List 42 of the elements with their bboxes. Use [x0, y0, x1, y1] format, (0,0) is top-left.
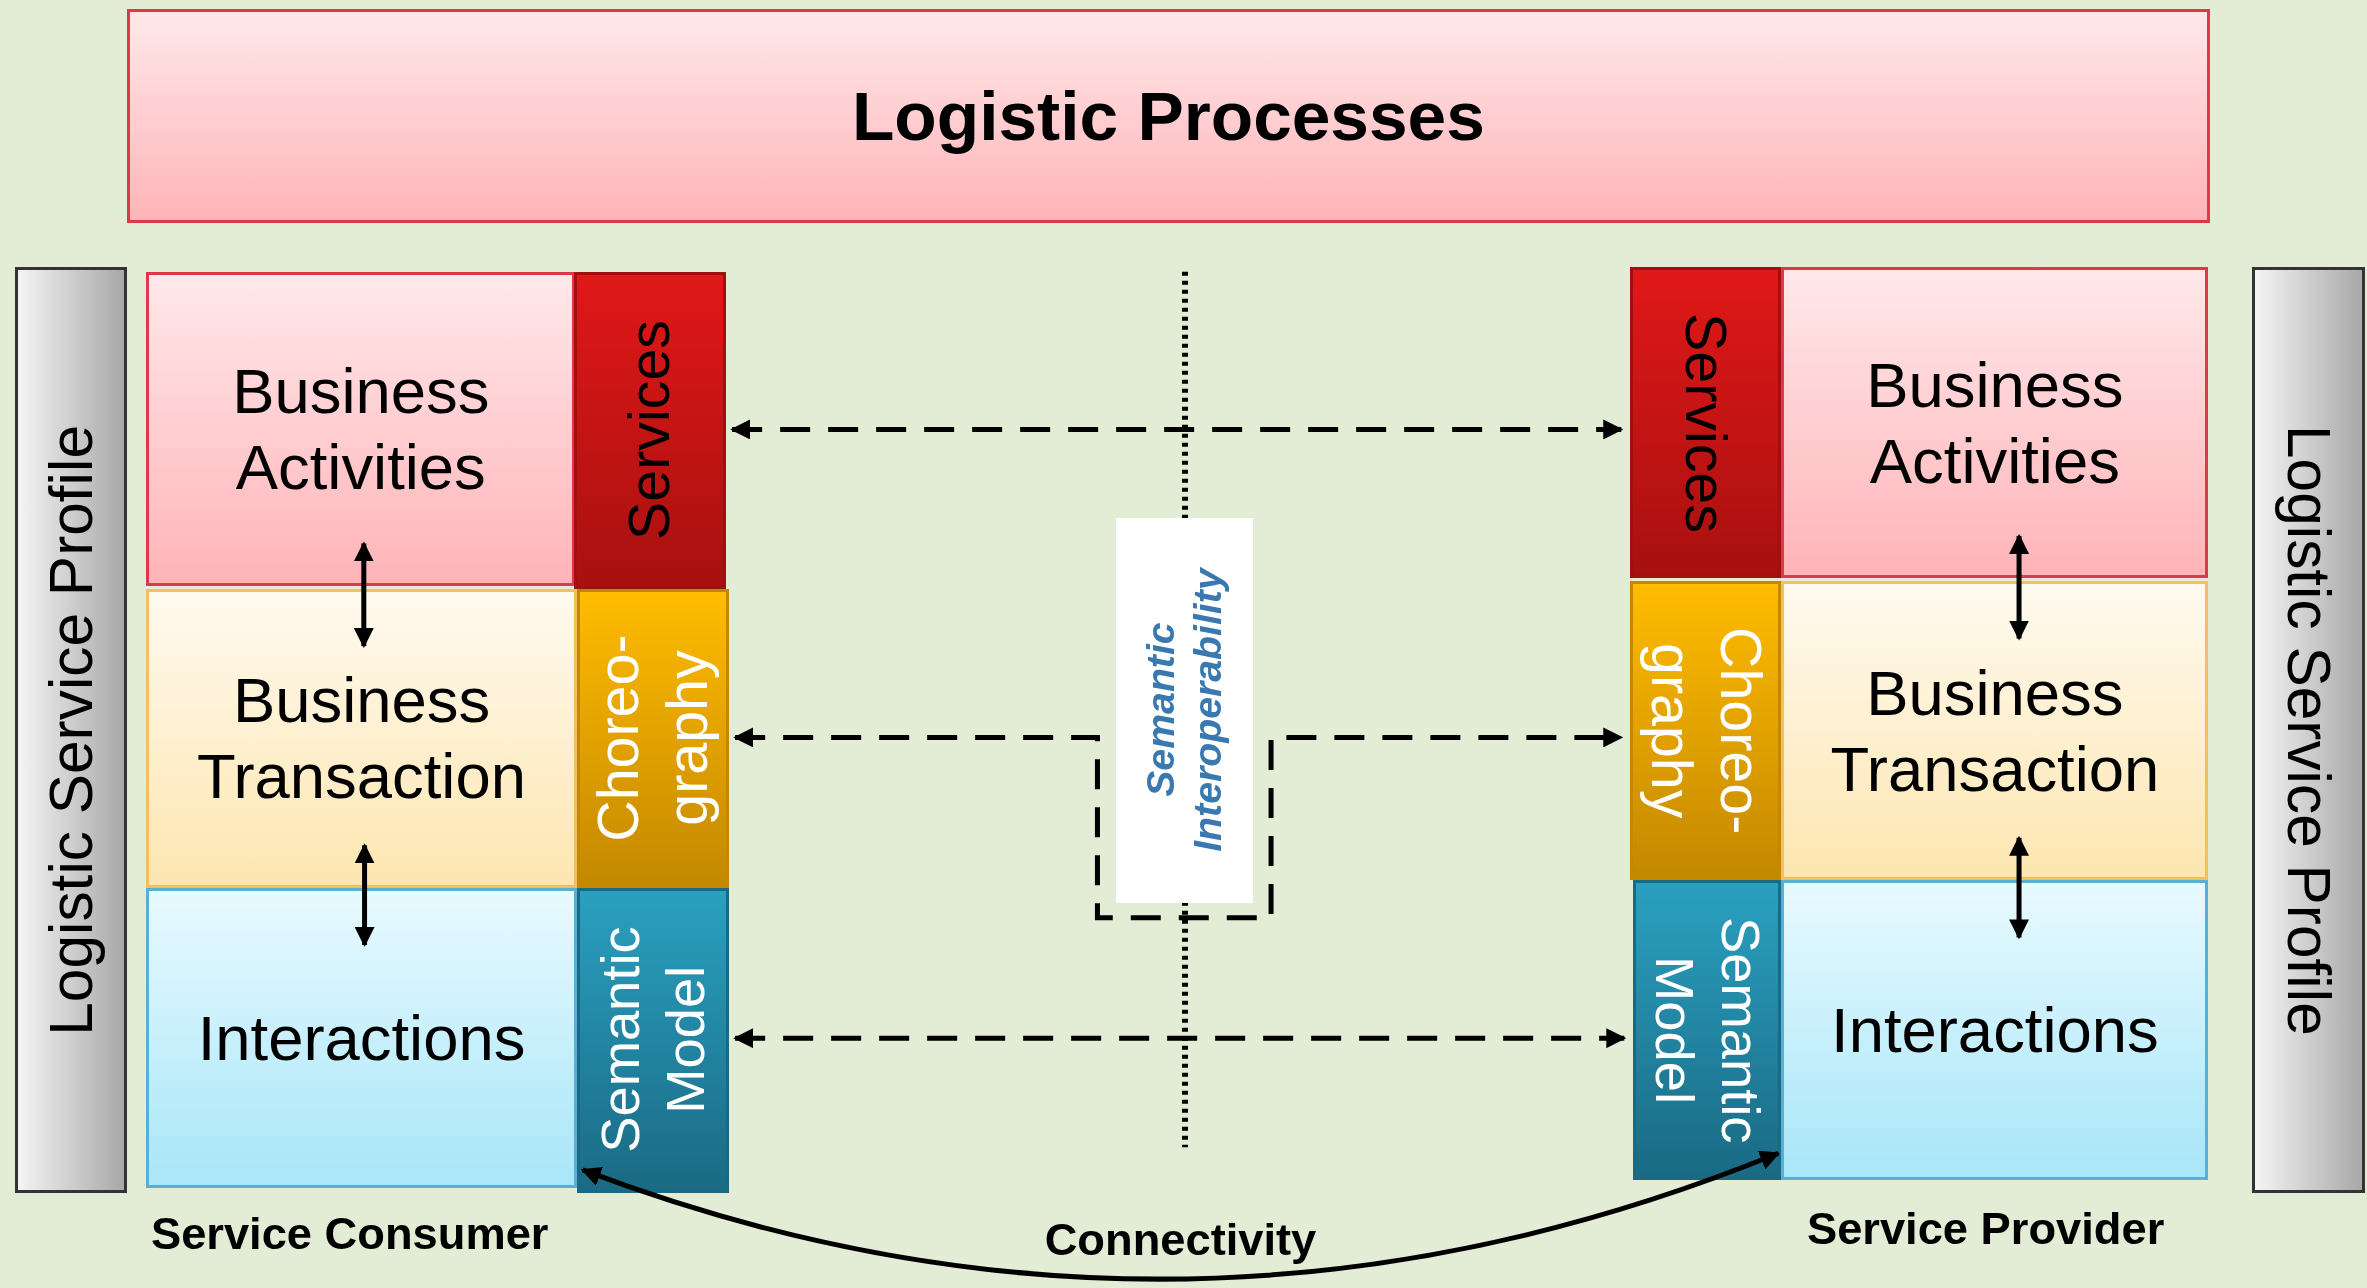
layer-label: Semantic Model [1643, 916, 1772, 1146]
layer-tab [1630, 581, 1782, 881]
layer-label: Logistic Service Profile [35, 424, 106, 1036]
layer-box [1781, 267, 2209, 579]
layer-label: Business Transaction [1829, 656, 2161, 806]
layer-tab [576, 887, 730, 1193]
layer-label: Services [1673, 312, 1740, 533]
layer-label: Interactions [1831, 994, 2159, 1068]
layer-box [1781, 581, 2209, 881]
layer-tab [1630, 267, 1782, 579]
side-bar [2252, 267, 2366, 1193]
layer-label: Choreo- graphy [585, 633, 720, 844]
layer-label: Semantic Model [588, 925, 717, 1156]
layer-label: Business Transaction [196, 664, 527, 814]
layer-tab [1633, 880, 1782, 1181]
double-arrow [2009, 835, 2030, 940]
title-text: Logistic Processes [851, 75, 1485, 157]
side-bar [15, 267, 127, 1193]
double-arrow [353, 541, 374, 649]
dashed-arrow [733, 727, 1624, 921]
double-arrow [2009, 533, 2030, 641]
layer-label: Logistic Service Profile [2274, 424, 2345, 1036]
double-arrow [354, 843, 375, 947]
layer-label: Services [616, 320, 683, 541]
layer-label: Business Activities [231, 354, 491, 504]
layer-label: Interactions [197, 1001, 526, 1075]
layer-box [146, 887, 577, 1188]
layer-box [1781, 880, 2209, 1181]
dashed-arrow [733, 1028, 1627, 1049]
note-box [1115, 517, 1253, 903]
layer-label: Business Activities [1865, 348, 2125, 498]
dashed-arrow [730, 419, 1624, 440]
layer-tab [576, 588, 730, 888]
title-banner [126, 9, 2210, 224]
layer-box [146, 271, 576, 586]
layer-box [146, 588, 577, 888]
curved-arrow [580, 1150, 1781, 1282]
layer-label: Choreo- graphy [1638, 626, 1774, 837]
role-caption: Service Provider [1806, 1203, 2165, 1256]
layer-tab [573, 271, 727, 589]
layer-label: Semantic Interoperability [1137, 567, 1231, 854]
role-caption: Service Consumer [150, 1207, 549, 1260]
